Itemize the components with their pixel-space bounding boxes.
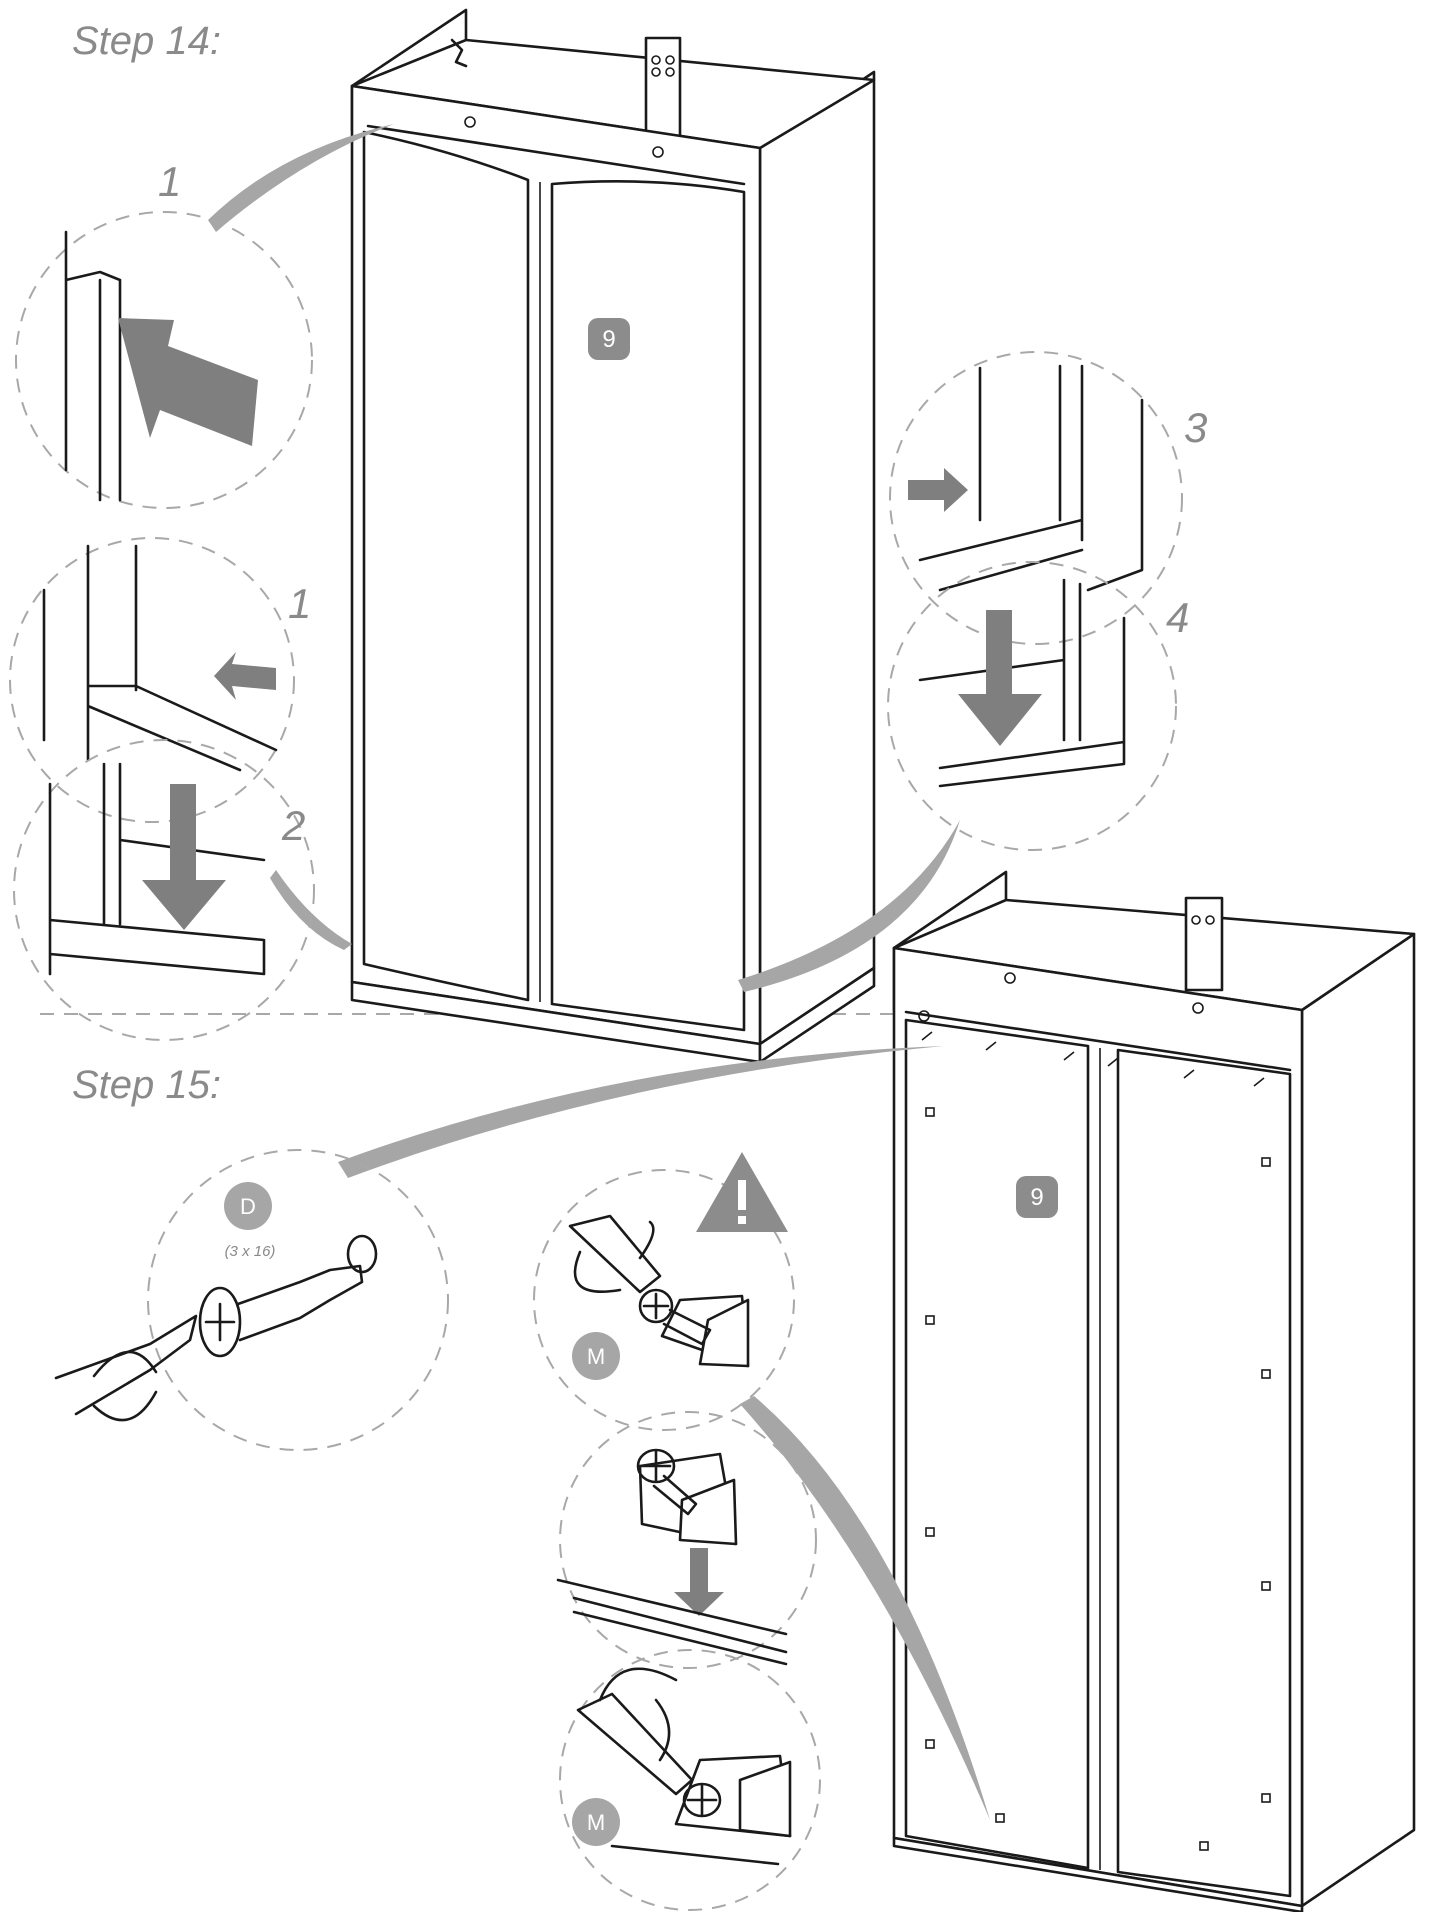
svg-text:1: 1 — [288, 580, 311, 627]
hanging-strap — [644, 36, 682, 142]
step-15-title: Step 15: — [72, 1063, 221, 1107]
svg-text:4: 4 — [1166, 594, 1189, 641]
right-side-panel — [758, 70, 876, 1046]
push-arrow-icon — [908, 468, 968, 512]
screw-icon — [638, 1288, 712, 1346]
step-14-title: Step 14: — [72, 19, 221, 63]
detail-circle-screw: D (3 x 16) — [54, 1149, 449, 1451]
part-badge-9 — [1016, 1176, 1058, 1218]
detail-circle-bracket-2 — [556, 1411, 817, 1669]
part-badge-M — [572, 1798, 620, 1846]
corner-bracket-icon — [674, 1754, 792, 1838]
leader-screw-detail — [338, 1046, 944, 1178]
detail-circle-2: 2 — [13, 739, 315, 1041]
screw-icon — [682, 1782, 722, 1818]
rotate-arrow-icon — [573, 1220, 655, 1293]
back-panel-left — [904, 1018, 1090, 1870]
right-door — [550, 180, 746, 1032]
part-badge-M — [572, 1332, 620, 1380]
hanging-strap — [1184, 896, 1224, 992]
svg-text:D: D — [240, 1194, 256, 1219]
screwdriver-icon — [54, 1314, 198, 1422]
bracket-icon — [450, 38, 468, 68]
svg-text:M: M — [587, 1810, 605, 1835]
detail-circle-bracket-3: M — [559, 1649, 821, 1911]
detail-circle-1a: 1 — [15, 158, 313, 509]
step-15-wardrobe: 9 — [892, 870, 1416, 1912]
down-arrow-icon — [674, 1548, 724, 1616]
detail-circle-1b: 1 — [9, 537, 311, 823]
detail-circle-bracket-1: M — [533, 1152, 795, 1431]
screw-marks — [921, 1031, 1271, 1851]
step-14-wardrobe: 9 — [350, 8, 876, 1064]
push-arrow-icon — [214, 652, 276, 700]
rotate-arrow-icon — [598, 1667, 678, 1762]
rotate-arrow-icon — [92, 1350, 158, 1422]
screwdriver-icon — [568, 1214, 662, 1294]
leader-callout-4 — [738, 820, 960, 992]
svg-text:(3 x 16): (3 x 16) — [225, 1243, 276, 1260]
screw-icon — [198, 1234, 378, 1358]
left-door — [362, 130, 530, 1002]
screw-icon — [636, 1448, 698, 1516]
detail-circle-4: 4 — [887, 561, 1189, 851]
svg-text:2: 2 — [281, 802, 305, 849]
screwdriver-icon — [576, 1667, 694, 1796]
corner-bracket-icon — [660, 1294, 750, 1368]
detail-circle-3: 3 — [889, 351, 1207, 645]
leader-callout-1 — [208, 124, 394, 232]
warning-icon — [696, 1152, 788, 1232]
down-arrow-icon — [142, 784, 226, 930]
svg-text:9: 9 — [1030, 1184, 1043, 1211]
back-panel-right — [1116, 1048, 1292, 1898]
svg-text:9: 9 — [602, 326, 615, 353]
leader-callout-2 — [270, 870, 352, 950]
svg-text:3: 3 — [1184, 404, 1207, 451]
down-arrow-icon — [958, 610, 1042, 746]
push-arrow-icon — [118, 318, 258, 446]
part-badge-D — [224, 1182, 272, 1230]
corner-bracket-icon — [638, 1452, 738, 1546]
svg-text:1: 1 — [158, 158, 181, 205]
side-panel-right — [1300, 932, 1416, 1908]
part-badge-9 — [588, 318, 630, 360]
svg-text:M: M — [587, 1344, 605, 1369]
